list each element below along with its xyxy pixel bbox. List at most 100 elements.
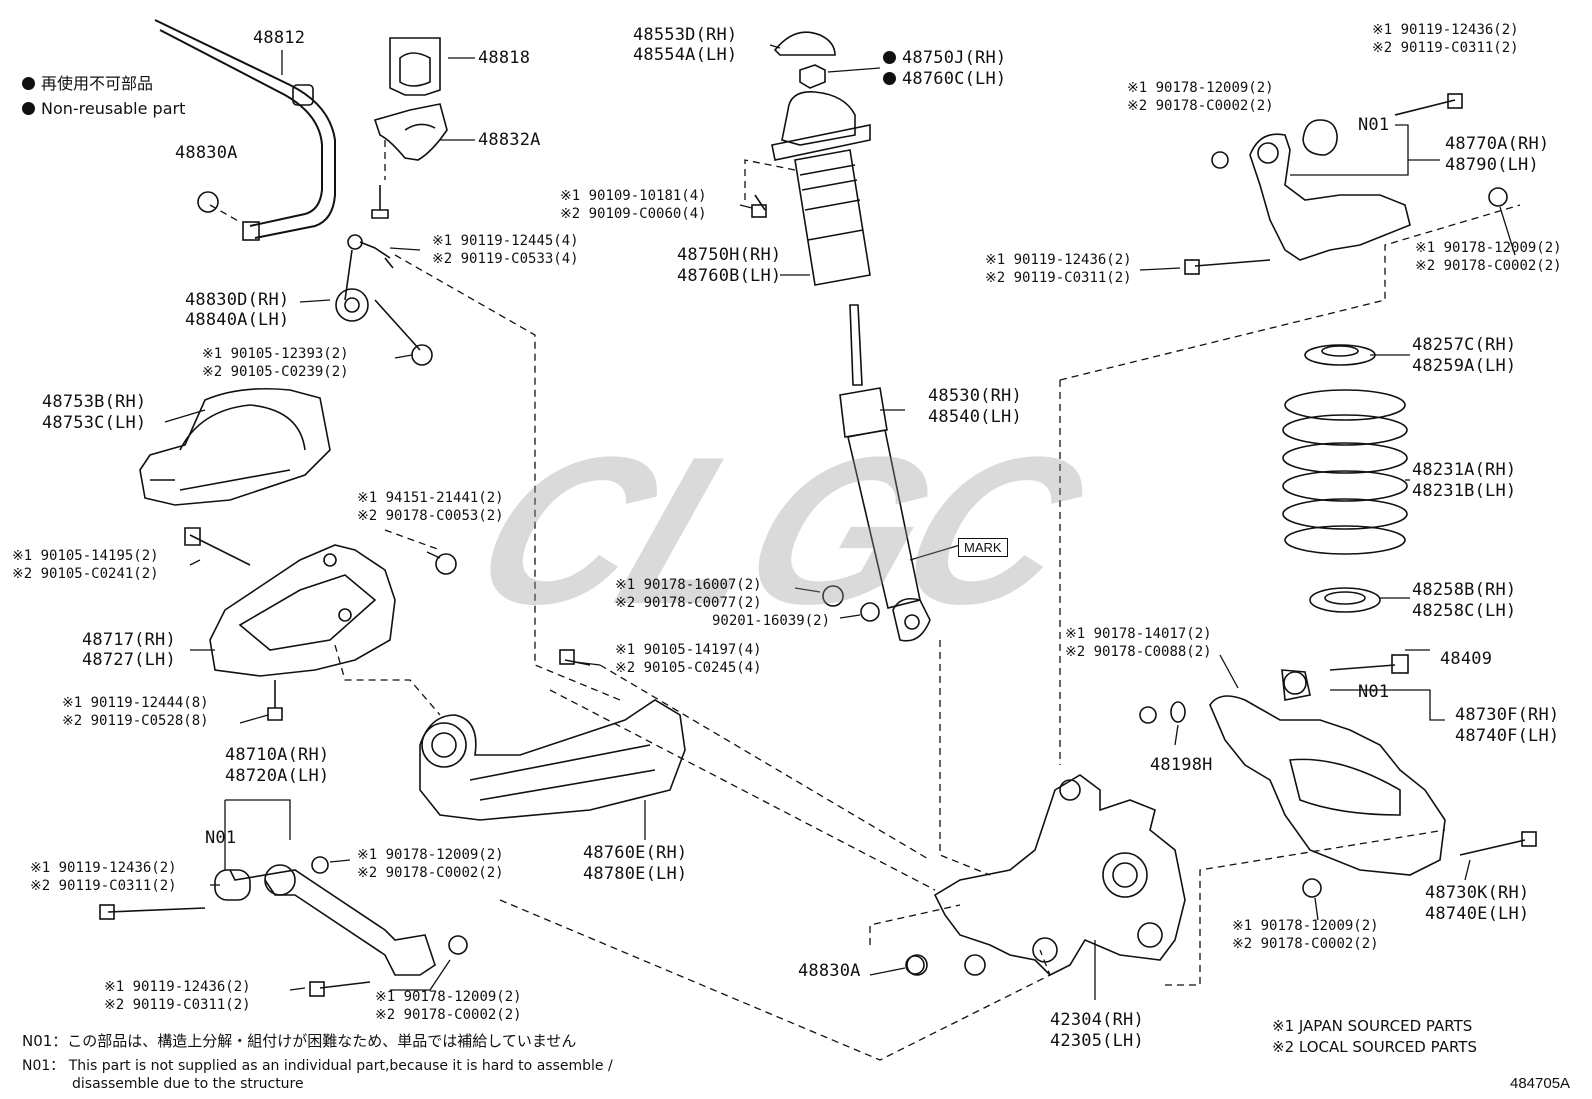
bolt-set-bottom-left [99,856,468,997]
footnote-n01-en-line2: disassemble due to the structure [72,1076,304,1092]
footnote-n01-en-line1: N01： This part is not supplied as an ind… [22,1058,613,1074]
part-label[interactable]: 48830D(RH) [185,290,290,310]
bolt-label[interactable]: ※2 90178-C0053(2) [357,508,504,524]
part-label[interactable]: 42305(LH) [1050,1031,1144,1051]
part-label[interactable]: 48840A(LH) [185,310,290,330]
bolt-label[interactable]: ※1 90119-12445(4) [432,233,579,249]
footnote-n01-jp: N01：この部品は、構造上分解・組付けが困難なため、単品では補給していません [22,1032,577,1050]
bolt-label[interactable]: ※1 94151-21441(2) [357,490,504,506]
part-label[interactable]: 48740F(LH) [1455,726,1560,746]
legend-non-reusable-jp: 再使用不可部品 [22,75,153,93]
top-mount-nut-48750J [799,64,826,89]
non-reusable-dot-icon [22,77,35,90]
bolt-label[interactable]: ※2 90119-C0311(2) [30,878,177,894]
bolt-label[interactable]: ※2 90178-C0002(2) [1232,936,1379,952]
part-label[interactable]: 48231A(RH) [1412,460,1517,480]
part-label[interactable]: 48259A(LH) [1412,356,1517,376]
non-reusable-dot-icon [883,51,896,64]
bolt-label[interactable]: ※2 90109-C0060(4) [560,206,707,222]
part-label[interactable]: 48830A [798,961,861,981]
part-label[interactable]: 48753B(RH) [42,392,147,412]
bolt-label[interactable]: ※2 90105-C0245(4) [615,660,762,676]
control-arm-48760E [419,699,686,821]
part-label[interactable]: 48554A(LH) [633,45,738,65]
part-label[interactable]: 48727(LH) [82,650,176,670]
bolt-label[interactable]: ※2 90178-C0088(2) [1065,644,1212,660]
bolt-label[interactable]: ※1 90105-12393(2) [202,346,349,362]
part-label[interactable]: 48812 [253,28,306,48]
bolt-label[interactable]: ※1 90105-14195(2) [12,548,159,564]
legend-non-reusable-en: Non-reusable part [22,100,185,118]
bolt-label[interactable]: ※1 90178-12009(2) [357,847,504,863]
spring-seat-48258B [1309,587,1381,613]
part-label[interactable]: 48760C(LH) [883,69,1006,90]
figure-id: 484705A [1510,1075,1571,1092]
bolt-label[interactable]: ※1 90178-12009(2) [1232,918,1379,934]
part-label[interactable]: 48231B(LH) [1412,481,1517,501]
bolt-label[interactable]: ※1 90119-12436(2) [1372,22,1519,38]
part-label[interactable]: 48730K(RH) [1425,883,1530,903]
bolt-label[interactable]: ※2 90105-C0239(2) [202,364,349,380]
part-label[interactable]: 48710A(RH) [225,745,330,765]
part-label[interactable]: 48760B(LH) [677,266,782,286]
n01-label[interactable]: N01 [1358,682,1390,702]
part-label[interactable]: 48753C(LH) [42,413,147,433]
bolt-label[interactable]: ※1 90109-10181(4) [560,188,707,204]
stabilizer-link-48830D [335,249,369,322]
part-label[interactable]: 48257C(RH) [1412,335,1517,355]
part-label[interactable]: 48832A [478,130,541,150]
part-label[interactable]: 48258C(LH) [1412,601,1517,621]
bolt-label[interactable]: ※2 90178-C0002(2) [1127,98,1274,114]
part-label[interactable]: 48717(RH) [82,630,176,650]
part-label[interactable]: 48818 [478,48,531,68]
bolt-label[interactable]: ※1 90105-14197(4) [615,642,762,658]
part-label[interactable]: 48770A(RH) [1445,134,1550,154]
part-label[interactable]: 48720A(LH) [225,766,330,786]
bolt-label[interactable]: ※1 90119-12444(8) [62,695,209,711]
bolt-label[interactable]: ※2 90178-C0002(2) [357,865,504,881]
cover-48753B [139,387,331,506]
part-label[interactable]: 48409 [1440,649,1493,669]
bolt-label[interactable]: ※2 90119-C0311(2) [1372,40,1519,56]
part-label[interactable]: 48830A [175,143,238,163]
bolt-label[interactable]: ※1 90178-16007(2) [615,577,762,593]
part-label[interactable]: 48780E(LH) [583,864,688,884]
bolt-label[interactable]: ※1 90178-12009(2) [1127,80,1274,96]
part-label[interactable]: 48730F(RH) [1455,705,1560,725]
part-label[interactable]: 48553D(RH) [633,25,738,45]
knuckle-42304 [905,774,1186,976]
part-label[interactable]: 48258B(RH) [1412,580,1517,600]
bolt-label[interactable]: ※2 90119-C0528(8) [62,713,209,729]
bolt-label[interactable]: ※2 90105-C0241(2) [12,566,159,582]
part-label[interactable]: 42304(RH) [1050,1010,1144,1030]
washers-shock [822,585,880,622]
bolt-label[interactable]: 90201-16039(2) [712,613,831,629]
bolt-label[interactable]: ※2 90178-C0002(2) [1415,258,1562,274]
leader-lines [164,44,1516,1000]
upper-arm-48770A [1184,93,1508,275]
bolt-label[interactable]: ※2 90178-C0077(2) [615,595,762,611]
n01-label[interactable]: N01 [205,828,237,848]
part-label[interactable]: 48790(LH) [1445,155,1539,175]
bolt-label[interactable]: ※1 90178-14017(2) [1065,626,1212,642]
bolt-label[interactable]: ※2 90178-C0002(2) [375,1007,522,1023]
part-label[interactable]: 48760E(RH) [583,843,688,863]
part-label[interactable]: 48740E(LH) [1425,904,1530,924]
part-label[interactable]: 48750H(RH) [677,245,782,265]
part-label[interactable]: 48530(RH) [928,386,1022,406]
bolt-label[interactable]: ※2 90119-C0311(2) [985,270,1132,286]
bolt-label[interactable]: ※1 90119-12436(2) [104,979,251,995]
bolt-label[interactable]: ※1 90178-12009(2) [375,989,522,1005]
bolt-label[interactable]: ※2 90119-C0311(2) [104,997,251,1013]
part-label[interactable]: 48198H [1150,755,1213,775]
mark-label[interactable]: MARK [958,538,1008,557]
part-label[interactable]: 48750J(RH) [883,48,1006,69]
bolt-label[interactable]: ※1 90178-12009(2) [1415,240,1562,256]
bolt-label[interactable]: ※2 90119-C0533(4) [432,251,579,267]
n01-label[interactable]: N01 [1358,115,1390,135]
source-note-local: ※2 LOCAL SOURCED PARTS [1272,1038,1477,1056]
bolt-label[interactable]: ※1 90119-12436(2) [985,252,1132,268]
bolt-label[interactable]: ※1 90119-12436(2) [30,860,177,876]
part-label[interactable]: 48540(LH) [928,407,1022,427]
